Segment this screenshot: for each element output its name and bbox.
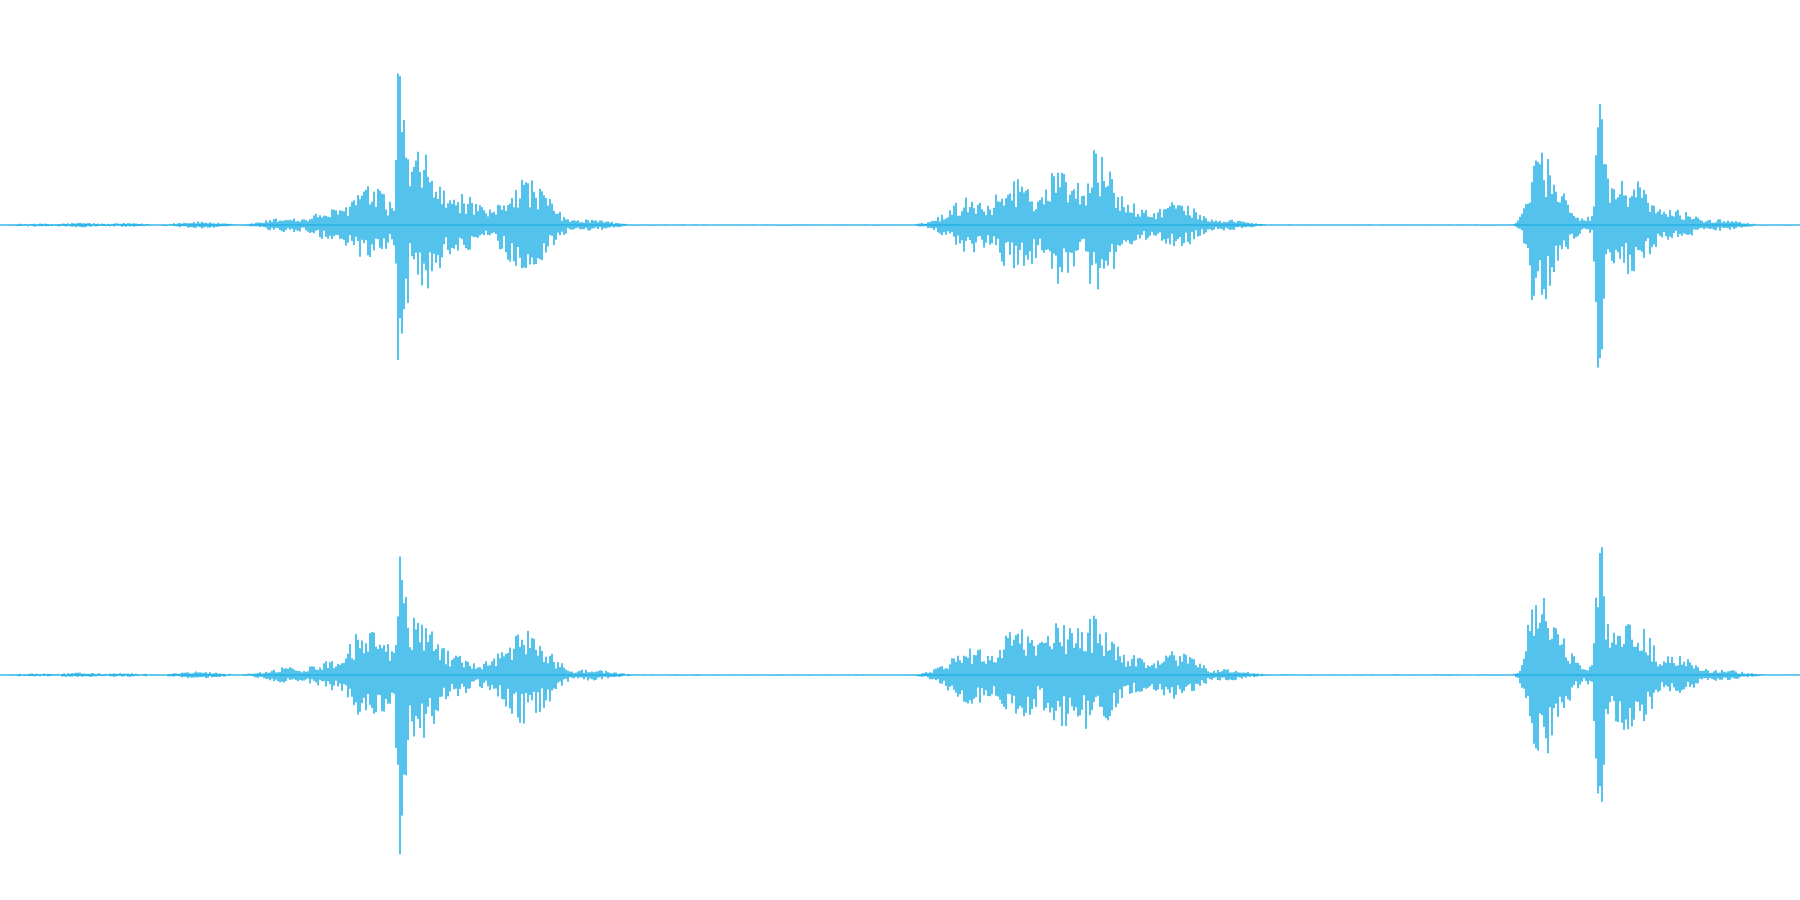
waveform-channel-bottom — [0, 450, 1800, 900]
waveform-channel-top-plot — [0, 73, 1800, 368]
waveform-trace — [0, 73, 1800, 368]
waveform-channel-top — [0, 73, 1800, 368]
waveform-trace — [0, 547, 1800, 855]
waveform-channel-bottom-plot — [0, 547, 1800, 855]
